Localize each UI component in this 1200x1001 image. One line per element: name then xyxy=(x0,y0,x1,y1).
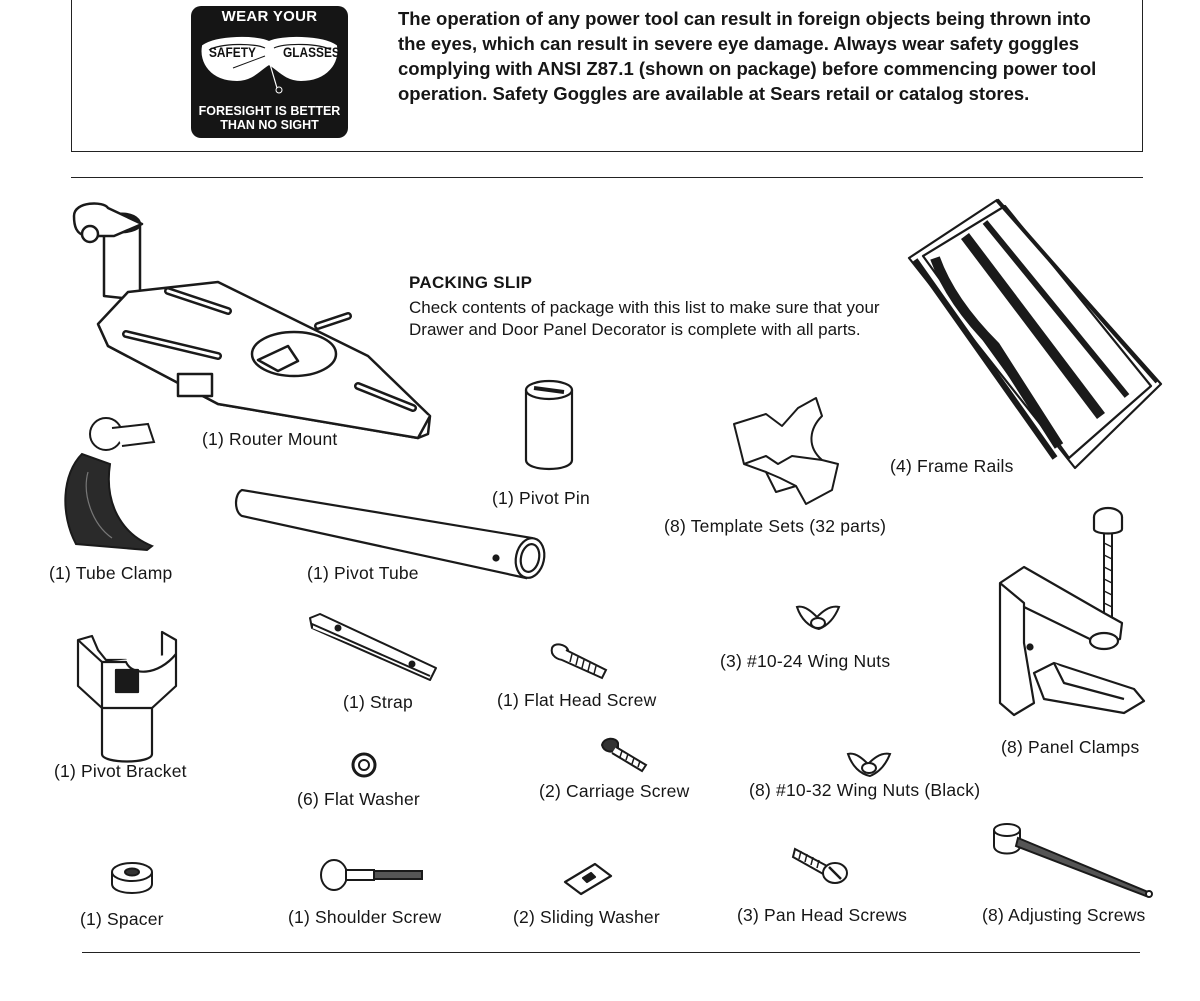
strap-illustration xyxy=(309,613,437,681)
spacer-label: (1) Spacer xyxy=(80,909,164,929)
tube-clamp-illustration xyxy=(64,417,156,552)
top-divider xyxy=(71,177,1143,178)
template-sets-illustration xyxy=(733,397,839,505)
bottom-divider xyxy=(82,952,1140,953)
pan-head-screw-illustration xyxy=(791,847,848,884)
frame-rails-label: (4) Frame Rails xyxy=(890,456,1014,476)
badge-bottom-text-line1: FORESIGHT IS BETTER xyxy=(198,104,341,118)
pivot-tube-label: (1) Pivot Tube xyxy=(307,563,419,583)
packing-slip-description: Check contents of package with this list… xyxy=(409,298,880,339)
pivot-bracket-label: (1) Pivot Bracket xyxy=(54,761,187,781)
router-mount-illustration xyxy=(72,202,432,440)
pivot-bracket-illustration xyxy=(76,630,178,763)
safety-warning-box xyxy=(71,0,1143,152)
router-mount-label: (1) Router Mount xyxy=(202,429,338,449)
packing-slip-title: PACKING SLIP xyxy=(409,273,533,292)
pivot-pin-label: (1) Pivot Pin xyxy=(492,488,590,508)
wing-nut-24-illustration xyxy=(795,605,841,631)
flat-washer-label: (6) Flat Washer xyxy=(297,789,420,809)
wing-nuts-32-label: (8) #10-32 Wing Nuts (Black) xyxy=(749,780,981,800)
panel-clamps-label: (8) Panel Clamps xyxy=(1001,737,1140,757)
wing-nut-32-illustration xyxy=(846,752,892,778)
pivot-pin-illustration xyxy=(524,379,574,470)
shoulder-screw-illustration xyxy=(320,859,423,891)
template-sets-label: (8) Template Sets (32 parts) xyxy=(664,516,887,536)
spacer-illustration xyxy=(111,862,153,894)
shoulder-screw-label: (1) Shoulder Screw xyxy=(288,907,442,927)
badge-right-lens-text: GLASSES xyxy=(283,44,340,60)
frame-rails-illustration xyxy=(907,198,1163,470)
adjusting-screws-label: (8) Adjusting Screws xyxy=(982,905,1146,925)
tube-clamp-label: (1) Tube Clamp xyxy=(49,563,173,583)
pivot-tube-illustration xyxy=(234,488,546,580)
badge-bottom-text: FORESIGHT IS BETTER THAN NO SIGHT xyxy=(191,104,348,132)
safety-goggles-icon xyxy=(201,36,338,94)
badge-top-text: WEAR YOUR xyxy=(221,8,318,25)
carriage-screw-illustration xyxy=(600,737,648,773)
sliding-washer-illustration xyxy=(563,862,613,896)
wing-nuts-24-label: (3) #10-24 Wing Nuts xyxy=(720,651,891,671)
adjusting-screw-illustration xyxy=(993,823,1153,898)
pan-head-screws-label: (3) Pan Head Screws xyxy=(737,905,908,925)
badge-left-lens-text: SAFETY xyxy=(209,44,256,60)
carriage-screw-label: (2) Carriage Screw xyxy=(539,781,690,801)
safety-glasses-badge: WEAR YOUR SAFETY GLASSES FORESIGHT IS BE… xyxy=(191,6,348,138)
warning-text: The operation of any power tool can resu… xyxy=(398,8,1097,104)
sliding-washer-label: (2) Sliding Washer xyxy=(513,907,660,927)
strap-label: (1) Strap xyxy=(343,692,413,712)
flat-washer-illustration xyxy=(351,752,377,778)
flat-head-screw-illustration xyxy=(550,643,608,680)
badge-bottom-text-line2: THAN NO SIGHT xyxy=(220,118,319,132)
flat-head-screw-label: (1) Flat Head Screw xyxy=(497,690,657,710)
panel-clamps-illustration xyxy=(998,506,1146,717)
